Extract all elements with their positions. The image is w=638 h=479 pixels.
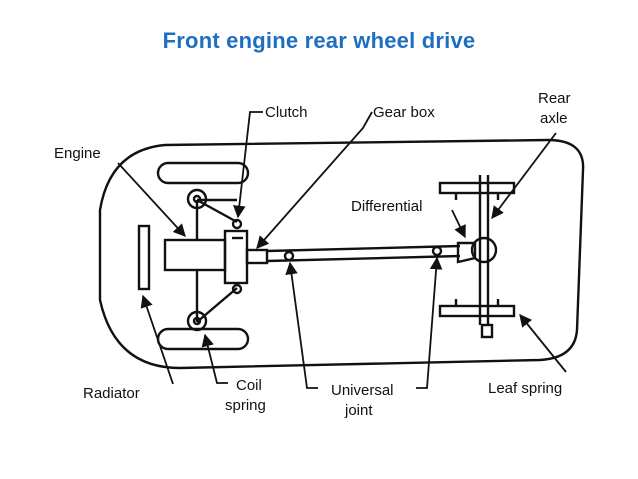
gearbox-output bbox=[245, 248, 269, 265]
universal-joint-front bbox=[283, 250, 295, 262]
universal-joint-arrow-rear bbox=[416, 256, 443, 389]
page-title: Front engine rear wheel drive bbox=[162, 28, 476, 53]
engine-arrow bbox=[117, 162, 186, 237]
differential-arrow bbox=[451, 209, 466, 239]
coil-spring-arrow bbox=[201, 333, 228, 384]
front-left-wheel bbox=[156, 161, 250, 185]
leaf-spring-arrow bbox=[519, 314, 567, 373]
label-gear-box: Gear box bbox=[373, 104, 435, 121]
engine-block bbox=[163, 238, 227, 272]
propeller-shaft-top bbox=[266, 244, 461, 253]
rear-spring-block bbox=[480, 323, 494, 339]
label-axle: axle bbox=[540, 110, 568, 127]
front-right-wheel bbox=[156, 327, 250, 351]
rear-bottom-wheel bbox=[438, 304, 516, 318]
label-joint: joint bbox=[344, 402, 373, 419]
chassis-outline bbox=[98, 138, 585, 370]
rear-axle-arrow bbox=[491, 132, 557, 220]
gearbox-arrow bbox=[256, 111, 373, 249]
label-radiator: Radiator bbox=[83, 385, 140, 402]
label-leaf-spring: Leaf spring bbox=[488, 380, 562, 397]
label-universal: Universal bbox=[331, 382, 394, 399]
universal-joint-rear bbox=[431, 245, 443, 257]
universal-joint-arrow-front bbox=[285, 261, 318, 389]
label-differential: Differential bbox=[351, 198, 422, 215]
rear-top-wheel bbox=[438, 181, 516, 195]
suspension-links bbox=[195, 198, 238, 323]
label-coil: Coil bbox=[236, 377, 262, 394]
radiator bbox=[137, 224, 151, 291]
propeller-shaft-bottom bbox=[266, 254, 461, 263]
clutch-arrow bbox=[233, 111, 263, 219]
label-engine: Engine bbox=[54, 145, 101, 162]
label-spring: spring bbox=[225, 397, 266, 414]
radiator-arrow bbox=[140, 294, 174, 385]
label-clutch: Clutch bbox=[265, 104, 308, 121]
label-rear: Rear bbox=[538, 90, 571, 107]
